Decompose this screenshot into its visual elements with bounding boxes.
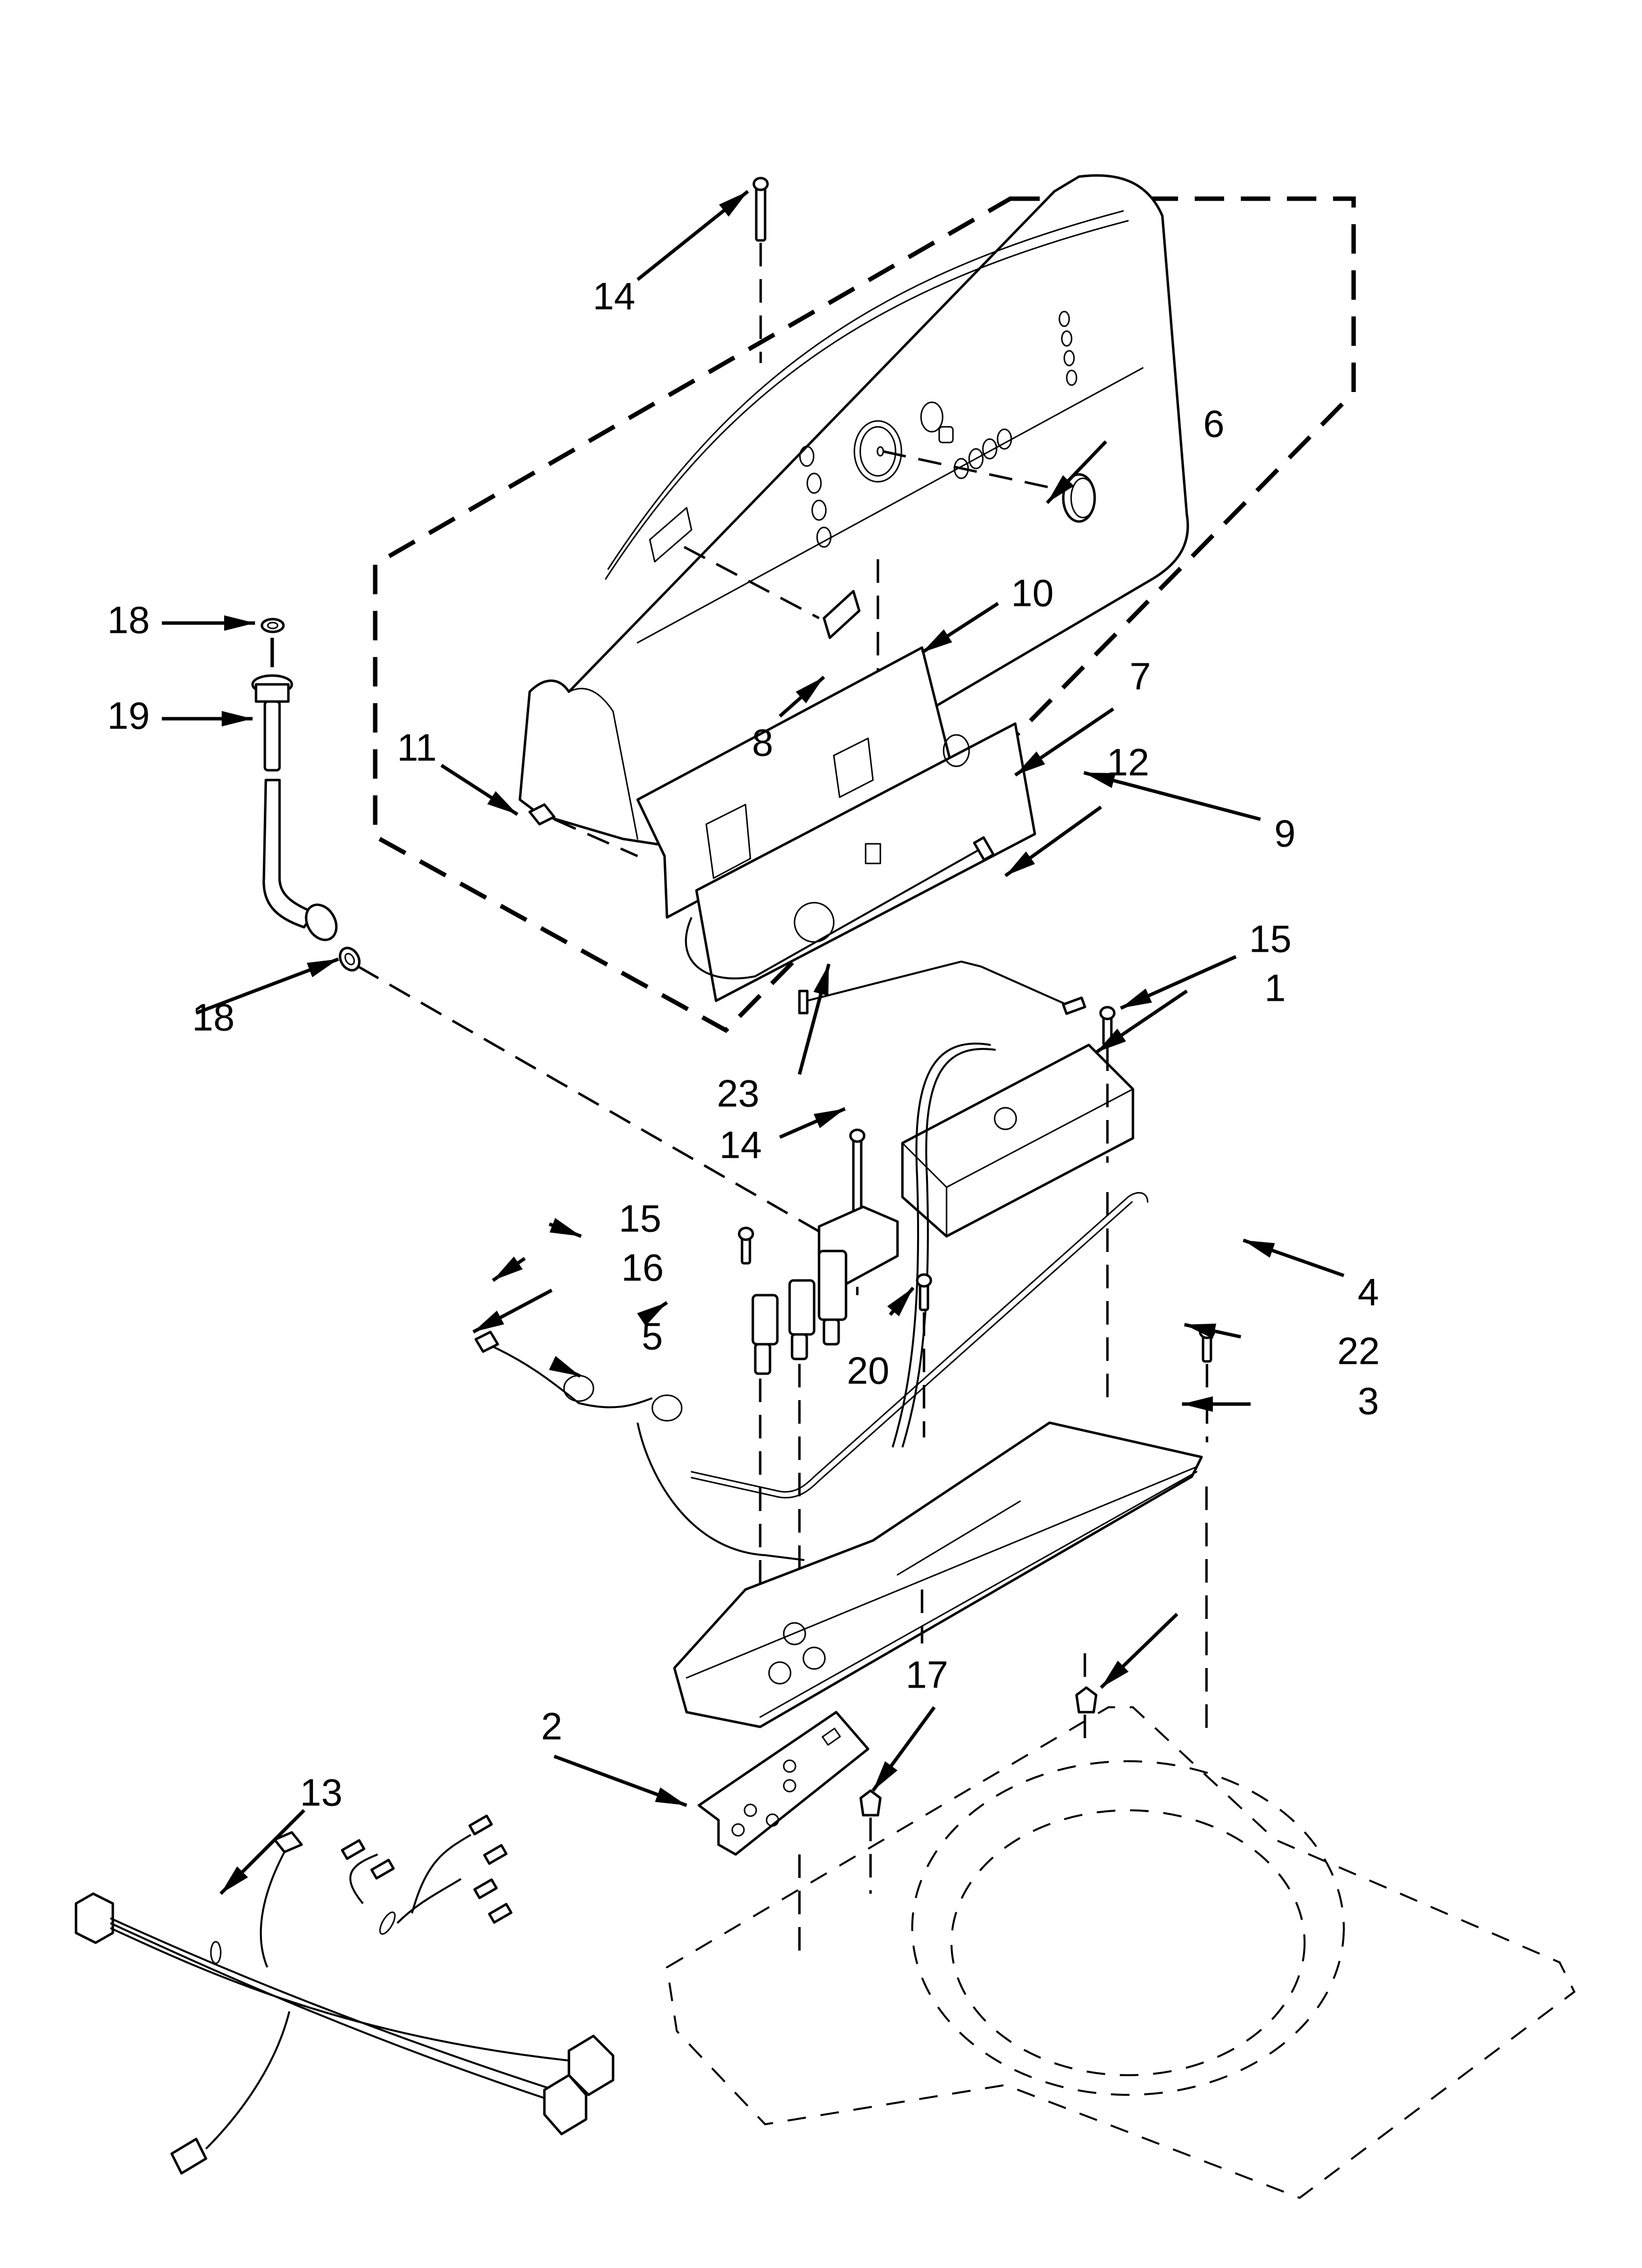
- callout-6[interactable]: 6: [1203, 402, 1224, 445]
- callout-labels: 14 6 18 19 8 10 7 11 12 9 15 1 18 23 14 …: [107, 275, 1380, 1814]
- screw-22[interactable]: [1199, 1325, 1215, 1442]
- clip-nut-23[interactable]: [1075, 1653, 1098, 1747]
- callout-7[interactable]: 7: [1129, 655, 1151, 698]
- clip-nut-17[interactable]: [859, 1789, 882, 1894]
- water-valve-5[interactable]: [751, 1205, 899, 1678]
- callout-5[interactable]: 5: [641, 1315, 663, 1358]
- console-panel[interactable]: [518, 174, 1189, 850]
- callout-18-lower[interactable]: 18: [192, 996, 235, 1039]
- harness-12[interactable]: [685, 836, 995, 980]
- callout-14-valve[interactable]: 14: [719, 1123, 762, 1167]
- screw-11[interactable]: [528, 803, 639, 858]
- callout-20[interactable]: 20: [847, 1349, 890, 1392]
- callout-21[interactable]: 23: [717, 1072, 760, 1115]
- callout-2[interactable]: 2: [541, 1705, 562, 1748]
- mounting-plate-2[interactable]: [697, 1711, 870, 1962]
- washer-top-phantom: [666, 1706, 1576, 2199]
- callout-19[interactable]: 19: [107, 694, 150, 737]
- callout-3[interactable]: 3: [1358, 1380, 1379, 1423]
- callout-11[interactable]: 11: [397, 726, 437, 769]
- washer-18-upper[interactable]: [260, 618, 285, 667]
- callout-4[interactable]: 4: [1358, 1271, 1379, 1314]
- control-board-1[interactable]: [892, 1043, 1134, 1448]
- callout-1[interactable]: 1: [1264, 966, 1285, 1010]
- fill-hose-19[interactable]: [251, 674, 342, 945]
- console-assembly-boundary: [373, 196, 1356, 1033]
- callout-16[interactable]: 16: [621, 1246, 664, 1289]
- callout-9[interactable]: 9: [1274, 812, 1295, 855]
- leader-lines: [162, 190, 1345, 1895]
- callout-14-top[interactable]: 14: [593, 275, 636, 318]
- callout-15-control[interactable]: 15: [1249, 917, 1292, 961]
- screw-14-top[interactable]: [752, 177, 769, 363]
- callout-15-valve[interactable]: 15: [619, 1197, 662, 1240]
- callout-8[interactable]: 8: [752, 721, 773, 764]
- screw-20[interactable]: [916, 1273, 932, 1437]
- callout-10[interactable]: 10: [1011, 572, 1054, 615]
- wire-shield-4[interactable]: [691, 1192, 1149, 1499]
- callout-12[interactable]: 12: [1107, 741, 1150, 784]
- screw-15-valve[interactable]: [738, 1226, 754, 1265]
- washer-18-lower[interactable]: [336, 944, 820, 1233]
- callout-18-upper[interactable]: 18: [107, 599, 150, 642]
- connector-21[interactable]: [798, 960, 1086, 1015]
- callout-22[interactable]: 22: [1337, 1330, 1380, 1373]
- callout-13[interactable]: 13: [300, 1771, 343, 1814]
- callout-17[interactable]: 17: [906, 1653, 949, 1696]
- main-harness-13[interactable]: [75, 1814, 615, 2175]
- console-base-3[interactable]: [673, 1421, 1208, 1732]
- ground-wire-16[interactable]: [474, 1330, 805, 1561]
- interface-board-7[interactable]: [695, 722, 1036, 1002]
